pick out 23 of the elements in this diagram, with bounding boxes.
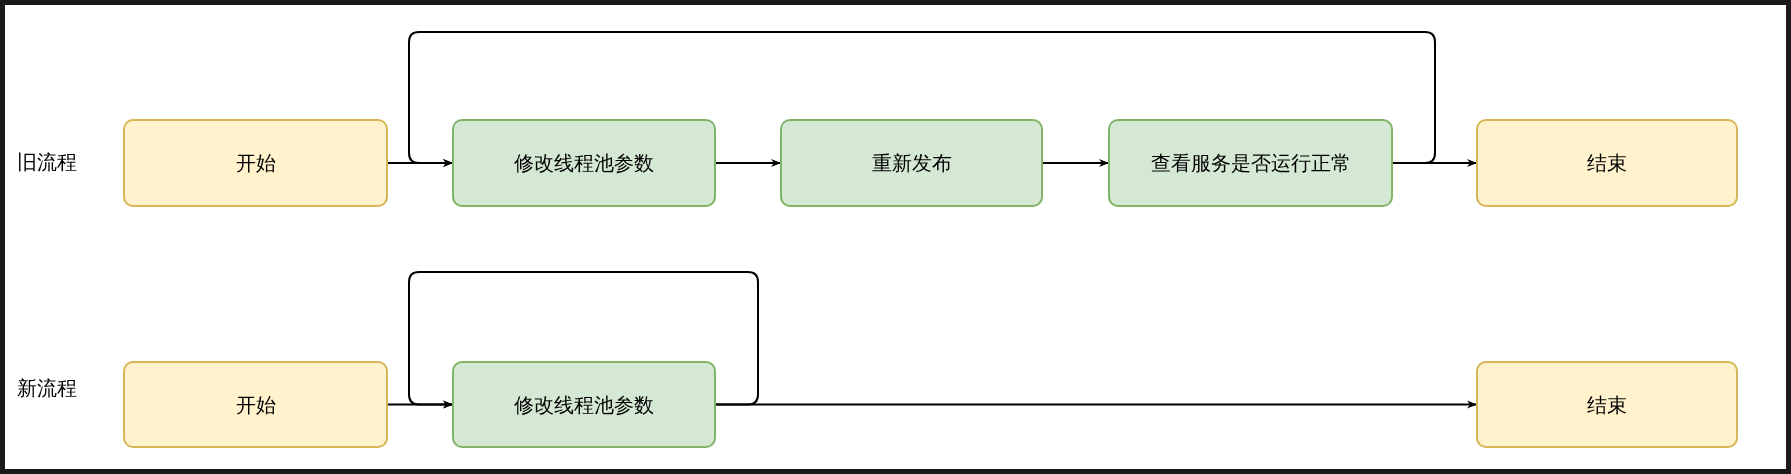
arrow (1042, 159, 1109, 167)
process-box (452, 361, 716, 448)
process-box (780, 119, 1043, 207)
arrow (408, 31, 1436, 167)
process-box (1108, 119, 1393, 207)
box-text: 查看服务是否运行正常 (1150, 150, 1351, 177)
box-text: 结束 (1587, 150, 1627, 177)
arrow (715, 159, 781, 167)
process-box (452, 119, 716, 207)
arrow (408, 271, 759, 409)
process-box (123, 119, 388, 207)
arrow (715, 400, 1477, 409)
box-text: 修改线程池参数 (514, 150, 654, 177)
box-text: 修改线程池参数 (514, 391, 654, 419)
box-text: 重新发布 (871, 150, 952, 177)
process-box (1476, 361, 1738, 448)
row-label: 旧流程 (17, 149, 77, 176)
box-text: 结束 (1587, 391, 1627, 419)
box-text: 开始 (235, 391, 276, 419)
box-text: 开始 (235, 150, 276, 177)
process-box (123, 361, 388, 448)
row-label: 新流程 (17, 375, 77, 402)
process-box (1476, 119, 1738, 207)
